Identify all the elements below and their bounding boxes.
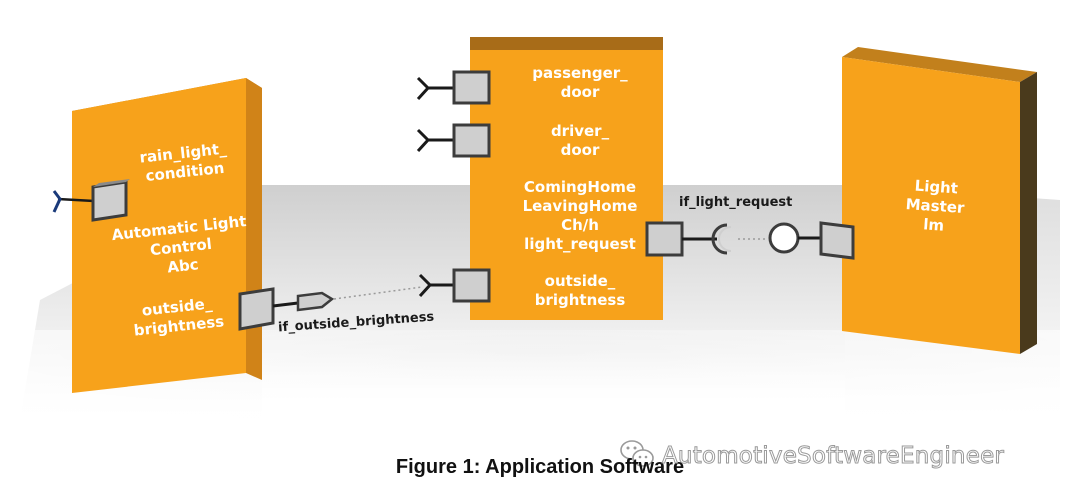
box-front-face bbox=[842, 57, 1020, 354]
interface-label-if-light-request: if_light_request bbox=[679, 195, 793, 210]
box-side-face bbox=[1020, 72, 1037, 354]
port-label-driver-door: driver_ door bbox=[550, 122, 610, 159]
watermark: AutomotiveSoftwareEngineer bbox=[620, 436, 1004, 476]
box-top-face bbox=[842, 47, 1037, 82]
port-rain-light-condition bbox=[52, 179, 130, 222]
port-light-request-server bbox=[768, 221, 855, 260]
component-coming-leaving-home bbox=[470, 37, 663, 320]
component-name-coming-leaving-home: ComingHome LeavingHome Ch/h light_reques… bbox=[522, 178, 638, 253]
port-outside-brightness-receiver bbox=[418, 268, 491, 303]
port-driver-door bbox=[416, 123, 491, 158]
port-label-outside-brightness-receiver: outside_ brightness bbox=[534, 272, 626, 309]
watermark-text: AutomotiveSoftwareEngineer bbox=[661, 443, 1005, 470]
component-light-master bbox=[842, 47, 1037, 354]
wechat-icon bbox=[620, 440, 654, 467]
port-outside-brightness-sender bbox=[238, 287, 335, 331]
port-label-passenger-door: passenger_ door bbox=[532, 64, 628, 101]
port-passenger-door bbox=[416, 70, 491, 105]
box-front-face bbox=[470, 50, 663, 320]
box-front-face bbox=[72, 78, 246, 393]
box-top-face bbox=[470, 37, 663, 50]
port-light-request-client bbox=[645, 221, 732, 257]
component-name-light-master: Light Master lm bbox=[905, 176, 965, 235]
figure-caption: Figure 1: Application Software bbox=[395, 456, 685, 478]
